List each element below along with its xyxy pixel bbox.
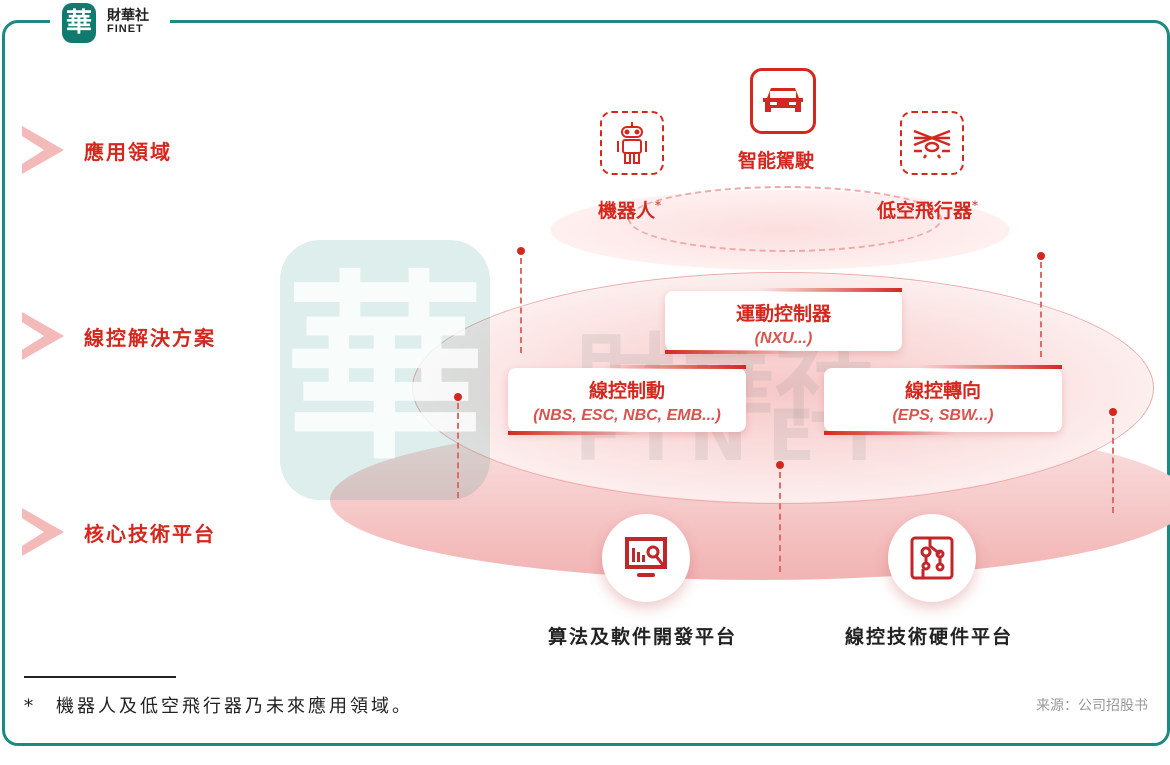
row-label: 核心技術平台 bbox=[84, 521, 216, 546]
app-label-text: 低空飛行器 bbox=[877, 200, 973, 222]
monitor-analytics-icon bbox=[602, 514, 690, 602]
card-title: 運動控制器 bbox=[735, 303, 831, 325]
connector-dot bbox=[454, 393, 462, 401]
row-solutions: 線控解決方案 bbox=[22, 312, 216, 360]
app-label-autonomous-driving: 智能駕駛 bbox=[738, 150, 815, 172]
footnote: * 機器人及低空飛行器乃未來應用領域。 bbox=[24, 692, 413, 718]
border-frame bbox=[2, 20, 1170, 746]
connector-line bbox=[1040, 262, 1042, 357]
chevron-icon bbox=[22, 312, 64, 360]
card-subtitle: (NXU...) bbox=[754, 330, 813, 347]
logo-name-zh: 財華社 bbox=[107, 7, 149, 23]
connector-dot bbox=[1109, 408, 1117, 416]
card-title: 線控轉向 bbox=[904, 380, 981, 402]
platform-label-hardware: 線控技術硬件平台 bbox=[845, 626, 1014, 648]
note-mark: * bbox=[655, 198, 662, 213]
connector-line bbox=[520, 258, 522, 353]
connector-line bbox=[1112, 418, 1114, 513]
row-application: 應用領域 bbox=[22, 126, 172, 174]
row-platform: 核心技術平台 bbox=[22, 508, 216, 556]
row-label: 線控解決方案 bbox=[84, 325, 216, 350]
logo-mark: 華 bbox=[62, 3, 96, 43]
app-label-text: 機器人 bbox=[598, 200, 656, 222]
logo-name-en: FINET bbox=[107, 23, 144, 35]
source-note: 来源：公司招股书 bbox=[1036, 698, 1148, 714]
card-subtitle: (EPS, SBW...) bbox=[892, 407, 994, 424]
connector-line bbox=[457, 403, 459, 498]
chevron-icon bbox=[22, 508, 64, 556]
chevron-icon bbox=[22, 126, 64, 174]
footnote-mark: * bbox=[24, 696, 36, 717]
car-icon bbox=[750, 68, 816, 134]
connector-dot bbox=[776, 461, 784, 469]
app-label-robot: 機器人* bbox=[598, 196, 661, 223]
circuit-board-icon bbox=[888, 514, 976, 602]
platform-label-software: 算法及軟件開發平台 bbox=[548, 626, 738, 648]
row-label: 應用領域 bbox=[84, 139, 172, 164]
connector-dot bbox=[1037, 252, 1045, 260]
solution-card-motion-controller: 運動控制器 (NXU...) bbox=[665, 288, 903, 354]
drone-icon bbox=[900, 111, 964, 175]
connector-dot bbox=[517, 247, 525, 255]
footnote-text: 機器人及低空飛行器乃未來應用領域。 bbox=[56, 696, 413, 717]
watermark-mark: 華 bbox=[280, 240, 490, 500]
connector-line bbox=[779, 472, 781, 572]
solution-card-brake-by-wire: 線控制動 (NBS, ESC, NBC, EMB...) bbox=[508, 365, 747, 435]
solution-card-steer-by-wire: 線控轉向 (EPS, SBW...) bbox=[824, 365, 1063, 435]
card-subtitle: (NBS, ESC, NBC, EMB...) bbox=[533, 407, 721, 424]
top-dashed-ring bbox=[628, 186, 942, 252]
robot-icon bbox=[600, 111, 664, 175]
app-label-drone: 低空飛行器* bbox=[877, 196, 978, 223]
card-title: 線控制動 bbox=[588, 380, 665, 402]
footnote-divider bbox=[24, 676, 176, 678]
note-mark: * bbox=[972, 198, 979, 213]
